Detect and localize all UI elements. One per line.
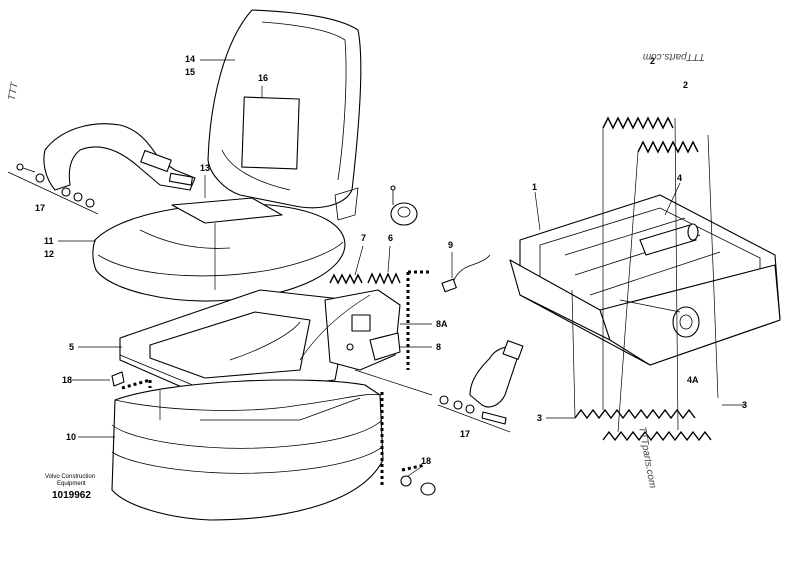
cushion-plate xyxy=(171,197,283,224)
electrical-connector xyxy=(441,254,491,293)
callout-7: 7 xyxy=(361,233,366,243)
watermark-top-right: TTTparts.com xyxy=(643,51,705,62)
adjust-knob xyxy=(390,185,418,226)
assembly-lines xyxy=(159,117,719,433)
callout-3-right: 3 xyxy=(742,400,747,410)
callout-12: 12 xyxy=(44,249,54,259)
callout-18-right: 18 xyxy=(421,456,431,466)
callout-1: 1 xyxy=(532,182,537,192)
seat-belt-buckle xyxy=(437,340,524,433)
roller-4a xyxy=(619,299,700,338)
callout-4a: 4A xyxy=(687,375,699,385)
spring-small-6 xyxy=(367,272,401,285)
credit-line-2: Equipment xyxy=(57,481,86,487)
callout-15: 15 xyxy=(185,67,195,77)
callout-9: 9 xyxy=(448,240,453,250)
clip-18-right xyxy=(400,475,436,496)
seat-frame xyxy=(119,289,351,396)
leader-lines xyxy=(58,59,745,477)
callout-11: 11 xyxy=(44,236,54,246)
callout-6: 6 xyxy=(388,233,393,243)
callouts: 14 15 16 13 17 11 12 7 6 9 5 8A 8 18 10 … xyxy=(35,54,747,466)
lever-bracket xyxy=(324,289,401,371)
callout-3-left: 3 xyxy=(537,413,542,423)
callout-10: 10 xyxy=(66,432,76,442)
callout-13: 13 xyxy=(200,163,210,173)
callout-2-right: 2 xyxy=(683,80,688,90)
callout-5: 5 xyxy=(69,342,74,352)
callout-16: 16 xyxy=(258,73,268,83)
spring-top-2-left xyxy=(602,116,674,130)
spring-bottom-3-upper xyxy=(574,408,696,420)
suspension-base xyxy=(509,194,781,366)
spring-small-7 xyxy=(329,273,363,285)
callout-8: 8 xyxy=(436,342,441,352)
clip-18-left xyxy=(111,371,125,387)
callout-18-left: 18 xyxy=(62,375,72,385)
callout-14: 14 xyxy=(185,54,195,64)
lumbar-pad xyxy=(241,96,300,170)
callout-2-left: 2 xyxy=(650,56,655,66)
callout-4: 4 xyxy=(677,173,682,183)
bellows-cover xyxy=(111,379,384,521)
dashed-boundaries xyxy=(121,270,432,485)
spring-bottom-3-lower xyxy=(602,430,712,442)
seat-belt-left xyxy=(7,123,196,215)
callout-17-left: 17 xyxy=(35,203,45,213)
callout-17-right: 17 xyxy=(460,429,470,439)
doc-number: 1019962 xyxy=(52,490,91,501)
watermark-top-left: TTT xyxy=(7,81,21,102)
credit-line-1: Volvo Construction xyxy=(45,474,95,480)
spring-top-2-right xyxy=(637,140,699,154)
roller-bar xyxy=(639,223,699,256)
callout-8a: 8A xyxy=(436,319,448,329)
credit-block: Volvo Construction Equipment 1019962 xyxy=(45,474,95,501)
